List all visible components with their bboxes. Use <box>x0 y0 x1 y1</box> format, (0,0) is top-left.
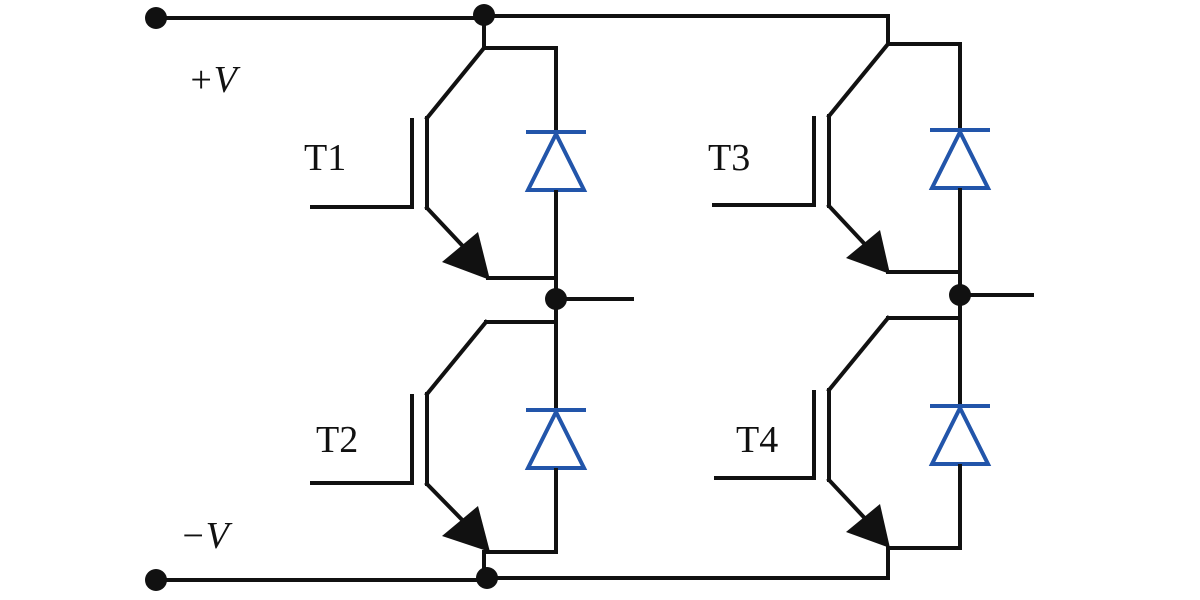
positive-terminal <box>145 7 167 29</box>
t1-emitter-arrow <box>442 232 490 280</box>
positive-voltage-label: +V <box>188 59 241 101</box>
negative-junction-node <box>476 567 498 589</box>
t4-emitter-arrow <box>846 504 890 548</box>
t1-label: T1 <box>304 137 346 179</box>
t2-emitter-arrow <box>442 506 490 552</box>
positive-rail <box>154 14 890 50</box>
diode-d3 <box>928 42 992 274</box>
positive-junction-node <box>473 4 495 26</box>
diode-d2 <box>524 320 588 554</box>
t2-label: T2 <box>316 419 358 461</box>
transistor-t2 <box>310 319 558 554</box>
negative-voltage-label: −V <box>180 515 233 557</box>
diode-d4 <box>928 316 992 550</box>
transistor-t1 <box>310 45 558 280</box>
t4-label: T4 <box>736 419 778 461</box>
t3-emitter-arrow <box>846 230 890 274</box>
right-output-node <box>949 284 971 306</box>
transistor-t4 <box>714 315 962 550</box>
transistor-t3 <box>712 41 962 274</box>
t3-label: T3 <box>708 137 750 179</box>
left-output-node <box>545 288 567 310</box>
diode-d1 <box>524 46 588 280</box>
negative-terminal <box>145 569 167 591</box>
